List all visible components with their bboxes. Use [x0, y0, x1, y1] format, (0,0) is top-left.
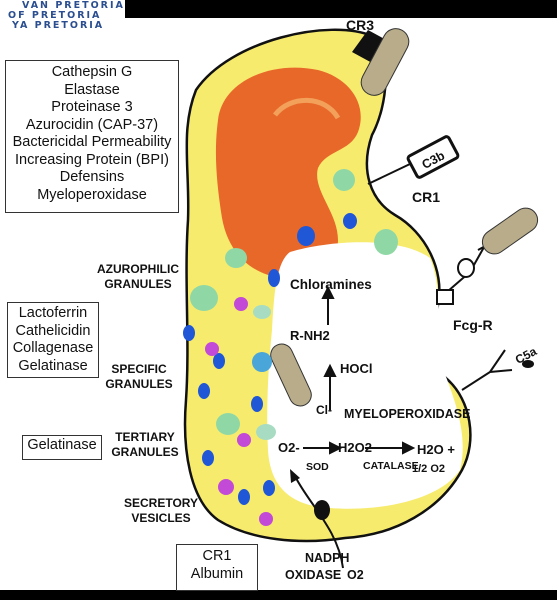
protein-name: Gelatinase	[23, 437, 101, 455]
secretory-vesicles-label: SECRETORY VESICLES	[116, 496, 206, 526]
o2-label: O2	[347, 568, 364, 582]
specific-granule	[268, 269, 280, 287]
sod-label: SOD	[306, 461, 329, 473]
cr1-stalk	[368, 164, 410, 184]
tertiary-granule	[218, 479, 234, 495]
specific-granule	[251, 396, 263, 412]
fusing-granule	[253, 305, 271, 319]
fusing-granule	[252, 352, 272, 372]
protein-name: Proteinase 3	[6, 99, 178, 117]
label-line: TERTIARY	[104, 430, 186, 445]
nadph-oxidase-complex	[314, 500, 330, 520]
banner-line: YA PRETORIA	[12, 21, 125, 31]
protein-name: Lactoferrin	[8, 305, 98, 323]
oxidase-label: OXIDASE	[285, 568, 341, 582]
tertiary-granule	[205, 342, 219, 356]
specific-contents-box: Lactoferrin Cathelicidin Collagenase Gel…	[7, 302, 99, 378]
label-line: AZUROPHILIC	[88, 262, 188, 277]
azurophilic-granule	[374, 229, 398, 255]
azurophilic-granule	[333, 169, 355, 191]
protein-name: Gelatinase	[8, 358, 98, 376]
half-o2-label: 1/2 O2	[412, 463, 445, 475]
tertiary-granules-label: TERTIARY GRANULES	[104, 430, 186, 460]
specific-granules-label: SPECIFIC GRANULES	[98, 362, 180, 392]
rnh2-label: R-NH2	[290, 328, 330, 343]
specific-granule	[183, 325, 195, 341]
tertiary-granule	[237, 433, 251, 447]
h2o-label: H2O +	[417, 442, 455, 457]
azurophilic-granules-label: AZUROPHILIC GRANULES	[88, 262, 188, 292]
azurophilic-granule	[225, 248, 247, 268]
label-line: GRANULES	[88, 277, 188, 292]
h2o2-label: H2O2	[338, 440, 372, 455]
tertiary-contents-box: Gelatinase	[22, 435, 102, 460]
protein-name: Myeloperoxidase	[6, 187, 178, 205]
azurophilic-granule	[216, 413, 240, 435]
fusing-granule	[256, 424, 276, 440]
secretory-contents-box: CR1 Albumin	[176, 544, 258, 591]
specific-granule	[263, 480, 275, 496]
cr1-label: CR1	[412, 189, 440, 205]
cr3-label: CR3	[346, 17, 374, 33]
specific-granule	[297, 226, 315, 246]
azurophilic-granule	[190, 285, 218, 311]
protein-name: Defensins	[6, 169, 178, 187]
myeloperoxidase-label: MYELOPEROXIDASE	[344, 407, 470, 421]
superoxide-label: O2-	[278, 440, 300, 455]
protein-name: Increasing Protein (BPI)	[6, 152, 178, 170]
label-line: VESICLES	[116, 511, 206, 526]
protein-name: Collagenase	[8, 340, 98, 358]
c5a-receptor	[462, 350, 512, 390]
protein-name: Cathepsin G	[6, 64, 178, 82]
protein-name: Azurocidin (CAP-37)	[6, 117, 178, 135]
protein-name: Albumin	[177, 566, 257, 584]
fcgr-label: Fcg-R	[453, 317, 493, 333]
chloramines-label: Chloramines	[290, 277, 372, 292]
label-line: GRANULES	[104, 445, 186, 460]
protein-name: Cathelicidin	[8, 323, 98, 341]
protein-name: CR1	[177, 548, 257, 566]
protein-name: Elastase	[6, 82, 178, 100]
specific-granule	[343, 213, 357, 229]
azurophilic-contents-box: Cathepsin G Elastase Proteinase 3 Azuroc…	[5, 60, 179, 213]
university-banner: VAN PRETORIA OF PRETORIA YA PRETORIA	[0, 0, 125, 32]
label-line: SPECIFIC	[98, 362, 180, 377]
specific-granule	[198, 383, 210, 399]
protein-name: Bactericidal Permeability	[6, 134, 178, 152]
cl-label: Cl-	[316, 403, 332, 417]
tertiary-granule	[259, 512, 273, 526]
catalase-label: CATALASE	[363, 460, 419, 472]
hocl-label: HOCl	[340, 361, 373, 376]
tertiary-granule	[234, 297, 248, 311]
specific-granule	[202, 450, 214, 466]
opsonized-bacterium	[478, 203, 543, 258]
label-line: GRANULES	[98, 377, 180, 392]
specific-granule	[238, 489, 250, 505]
nadph-label: NADPH	[305, 551, 349, 565]
label-line: SECRETORY	[116, 496, 206, 511]
